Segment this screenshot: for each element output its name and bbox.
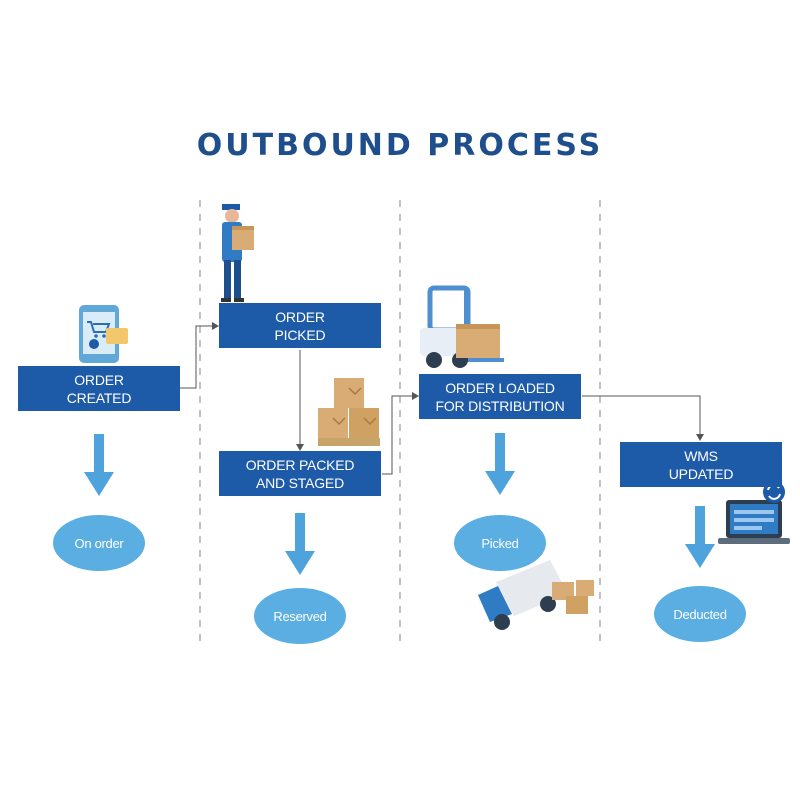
down-arrow-icon <box>485 433 515 495</box>
laptop-sync-icon <box>718 481 790 544</box>
arrowhead <box>412 392 419 400</box>
phone-cart-icon <box>79 305 128 363</box>
down-arrow-icon <box>285 513 315 575</box>
stage-order-created: ORDER CREATED <box>18 366 180 411</box>
worker-icon <box>221 204 254 302</box>
arrowhead <box>212 322 219 330</box>
connector-packed-loaded <box>382 395 412 475</box>
status-deducted: Deducted <box>654 586 746 642</box>
stacked-boxes-icon <box>318 378 380 446</box>
down-arrow-icon <box>84 434 114 496</box>
down-arrow-icon <box>685 506 715 568</box>
forklift-icon <box>420 285 504 368</box>
delivery-truck-icon <box>478 560 594 630</box>
stage-order-picked: ORDER PICKED <box>219 303 381 348</box>
page-title: OUTBOUND PROCESS <box>196 128 604 163</box>
status-reserved: Reserved <box>254 588 346 644</box>
stage-order-loaded: ORDER LOADED FOR DISTRIBUTION <box>419 374 581 419</box>
stage-wms-updated: WMS UPDATED <box>620 442 782 487</box>
connector-created-picked <box>180 325 212 389</box>
arrowhead <box>696 434 704 441</box>
connector-loaded-wms <box>582 395 701 434</box>
arrowhead <box>296 444 304 451</box>
status-picked: Picked <box>454 515 546 571</box>
stage-order-packed: ORDER PACKED AND STAGED <box>219 451 381 496</box>
status-on-order: On order <box>53 515 145 571</box>
